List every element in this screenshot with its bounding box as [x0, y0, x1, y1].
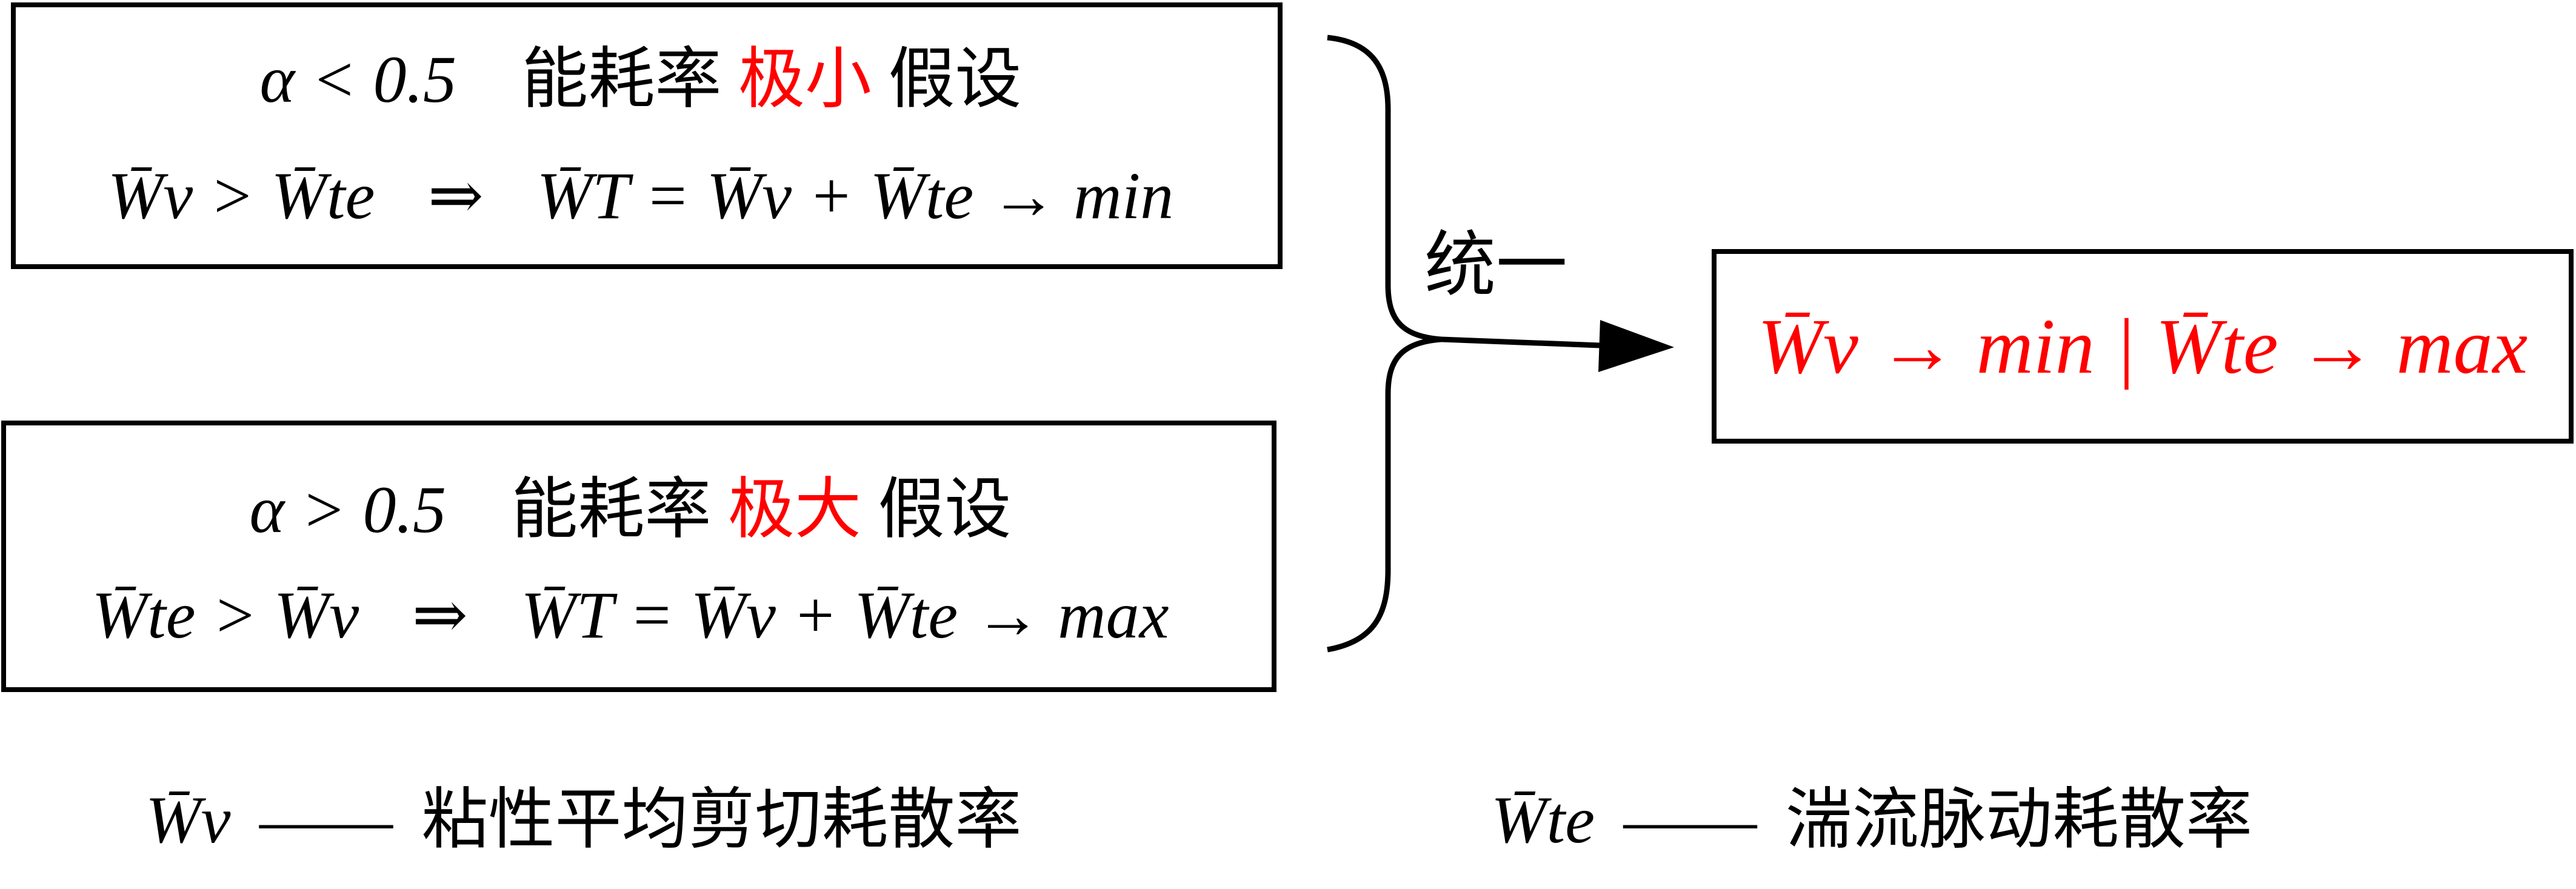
legend-nu-symbol: W̄ν	[145, 783, 231, 857]
legend: W̄ν —— 粘性平均剪切耗散率 W̄te —— 湍流脉动耗散率	[145, 781, 2252, 858]
legend-te-text: 湍流脉动耗散率	[1786, 781, 2252, 858]
result-box: W̄ν → min | W̄te → max	[1712, 249, 2574, 444]
hypothesis-box-max: α > 0.5 能耗率 极大 假设 W̄te > W̄ν ⇒ W̄T = W̄ν…	[1, 421, 1276, 692]
box-max-label-post: 假设	[878, 470, 1011, 548]
box-min-result: W̄T = W̄ν + W̄te → min	[537, 159, 1174, 233]
box-min-condition: α < 0.5	[260, 42, 456, 116]
curly-brace	[1327, 35, 1442, 653]
legend-te-dash: ——	[1623, 783, 1758, 857]
box-min-relation: W̄ν > W̄te	[108, 159, 375, 233]
hypothesis-box-min: α < 0.5 能耗率 极小 假设 W̄ν > W̄te ⇒ W̄T = W̄ν…	[11, 2, 1283, 269]
legend-item-te: W̄te —— 湍流脉动耗散率	[1491, 781, 2252, 858]
box-max-label-accent: 极大	[728, 470, 861, 548]
box-min-border	[11, 2, 1283, 269]
box-max-border	[1, 421, 1276, 692]
box-min-label-post: 假设	[888, 40, 1021, 118]
box-max-title: α > 0.5 能耗率 极大 假设	[250, 470, 1012, 548]
box-max-label-pre: 能耗率	[511, 470, 711, 548]
unify-arrowhead	[1598, 320, 1674, 372]
result-box-border	[1712, 249, 2574, 444]
box-max-condition: α > 0.5	[250, 473, 446, 547]
legend-nu-text: 粘性平均剪切耗散率	[421, 781, 1021, 858]
box-max-relation: W̄te > W̄ν	[92, 578, 359, 652]
legend-nu-dash: ——	[259, 783, 393, 857]
box-min-formula: W̄ν > W̄te ⇒ W̄T = W̄ν + W̄te → min	[108, 159, 1174, 233]
box-min-label-pre: 能耗率	[521, 40, 721, 118]
box-min-title: α < 0.5 能耗率 极小 假设	[260, 40, 1022, 118]
unify-label: 统一	[1424, 223, 1567, 307]
unify-arrow	[1441, 336, 1601, 348]
box-max-implies: ⇒	[412, 578, 468, 652]
box-min-implies: ⇒	[428, 159, 484, 233]
box-min-label-accent: 极小	[738, 40, 872, 118]
legend-item-nu: W̄ν —— 粘性平均剪切耗散率	[145, 781, 1021, 858]
legend-te-symbol: W̄te	[1491, 783, 1595, 857]
box-max-result: W̄T = W̄ν + W̄te → max	[521, 578, 1169, 652]
box-max-formula: W̄te > W̄ν ⇒ W̄T = W̄ν + W̄te → max	[92, 578, 1169, 652]
result-formula: W̄ν → min | W̄te → max	[1758, 303, 2528, 390]
